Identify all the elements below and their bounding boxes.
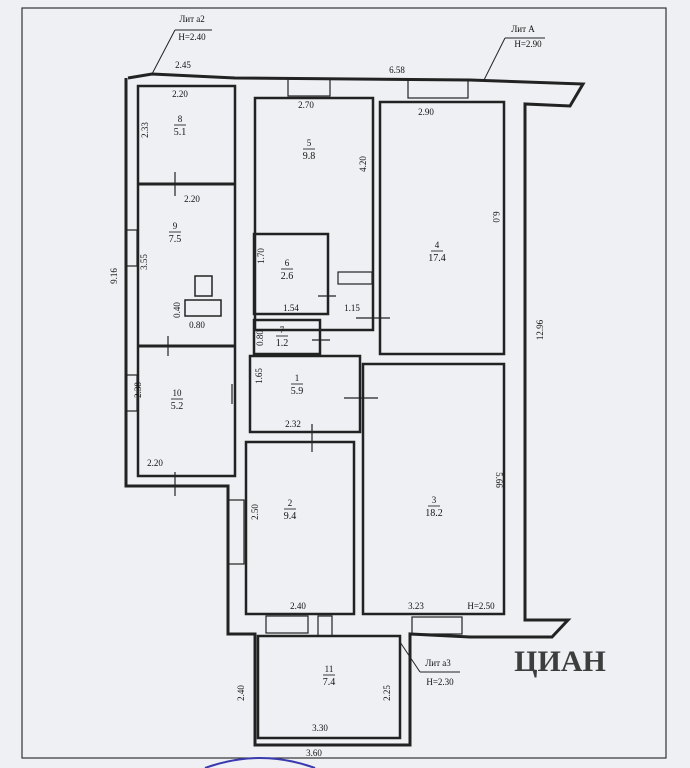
room-area: 9.4 bbox=[284, 511, 297, 522]
room-number: 9 bbox=[173, 221, 178, 231]
window bbox=[125, 229, 138, 267]
liter-A-height: Н=2.90 bbox=[514, 39, 542, 49]
room-number: 3 bbox=[432, 495, 437, 505]
dim-r9-side: 3.55 bbox=[139, 254, 149, 270]
room-area: 5.1 bbox=[174, 127, 187, 138]
dim-r6-bottom: 1.54 bbox=[283, 303, 299, 313]
room-number: 8 bbox=[178, 114, 183, 124]
room-area: 9.8 bbox=[303, 151, 316, 162]
window bbox=[227, 499, 245, 565]
dim-top-left: 2.45 bbox=[175, 60, 191, 70]
room-4-walls bbox=[378, 100, 506, 356]
dim-top-right: 6.58 bbox=[389, 65, 405, 75]
window bbox=[287, 78, 331, 97]
left-wing-walls bbox=[136, 84, 237, 478]
door bbox=[317, 615, 333, 637]
dim-r2-side: 2.50 bbox=[250, 504, 260, 520]
room-area: 7.4 bbox=[323, 677, 336, 688]
window bbox=[265, 615, 309, 634]
room-number: 5 bbox=[307, 138, 312, 148]
room-area: 5.9 bbox=[291, 386, 304, 397]
dim-r3-height: Н=2.50 bbox=[467, 601, 495, 611]
room-3-walls bbox=[361, 362, 506, 616]
room-number: 7 bbox=[280, 325, 285, 335]
dim-r11-left: 2.40 bbox=[236, 685, 246, 701]
dim-r4-top: 2.90 bbox=[418, 107, 434, 117]
watermark-text: ЦИАН bbox=[514, 645, 606, 678]
dim-hall-width: 1.15 bbox=[344, 303, 360, 313]
dim-r4-side: 6.0 bbox=[491, 211, 501, 223]
dim-bottom-width: 3.60 bbox=[306, 748, 322, 758]
room-number: 4 bbox=[435, 240, 440, 250]
window bbox=[407, 79, 469, 99]
room-area: 17.4 bbox=[428, 253, 446, 264]
dim-r8-side: 2.33 bbox=[140, 122, 150, 138]
dim-r2-bottom: 2.40 bbox=[290, 601, 306, 611]
dim-r9-stove-h: 0.40 bbox=[172, 302, 182, 318]
room-2-walls bbox=[244, 440, 356, 616]
dim-r1-side: 1.65 bbox=[254, 368, 264, 384]
room-number: 6 bbox=[285, 258, 290, 268]
stove-base bbox=[184, 299, 222, 317]
dim-r11-right: 2.25 bbox=[382, 685, 392, 701]
room-area: 1.2 bbox=[276, 338, 289, 349]
window bbox=[125, 374, 138, 412]
dim-r10-bottom: 2.20 bbox=[147, 458, 163, 468]
room-number: 10 bbox=[173, 388, 183, 398]
room-area: 18.2 bbox=[425, 508, 443, 519]
dim-r3-side: 5.66 bbox=[494, 472, 504, 488]
dim-left-total: 9.16 bbox=[109, 268, 119, 284]
liter-a3-label: Лит а3 bbox=[425, 658, 451, 668]
room-area: 2.6 bbox=[281, 271, 294, 282]
dim-r3-bottom: 3.23 bbox=[408, 601, 424, 611]
liter-leaders bbox=[151, 29, 545, 673]
room-7-walls bbox=[252, 318, 322, 356]
room-6-walls bbox=[252, 232, 330, 316]
dim-r9-stove-w: 0.80 bbox=[189, 320, 205, 330]
dim-r6-side: 1.70 bbox=[256, 248, 266, 264]
room-number: 11 bbox=[325, 664, 334, 674]
liter-a3-height: Н=2.30 bbox=[426, 677, 454, 687]
stove bbox=[194, 275, 213, 297]
dim-r9-top: 2.20 bbox=[184, 194, 200, 204]
door-marks bbox=[167, 172, 390, 496]
dim-r1-bottom: 2.32 bbox=[285, 419, 301, 429]
dim-r11-bottom: 3.30 bbox=[312, 723, 328, 733]
stamp-mark bbox=[204, 757, 316, 768]
liter-A-label: Лит А bbox=[511, 24, 535, 34]
room-area: 7.5 bbox=[169, 234, 182, 245]
dim-r7-side: 0.80 bbox=[255, 330, 265, 346]
room-1-walls bbox=[248, 354, 362, 434]
dim-r8-top: 2.20 bbox=[172, 89, 188, 99]
outer-wall bbox=[124, 72, 586, 747]
dim-r5-side: 4.20 bbox=[358, 156, 368, 172]
dim-r5-top: 2.70 bbox=[298, 100, 314, 110]
liter-a2-label: Лит а2 bbox=[179, 14, 205, 24]
page-border bbox=[21, 7, 667, 759]
room-number: 1 bbox=[295, 373, 300, 383]
dim-r10-side: 2.38 bbox=[133, 382, 143, 398]
room-number: 2 bbox=[288, 498, 293, 508]
dim-right-total: 12.96 bbox=[535, 319, 545, 340]
window bbox=[411, 616, 463, 635]
room-5-walls bbox=[253, 96, 375, 332]
room-area: 5.2 bbox=[171, 401, 184, 412]
liter-a2-height: Н=2.40 bbox=[178, 32, 206, 42]
